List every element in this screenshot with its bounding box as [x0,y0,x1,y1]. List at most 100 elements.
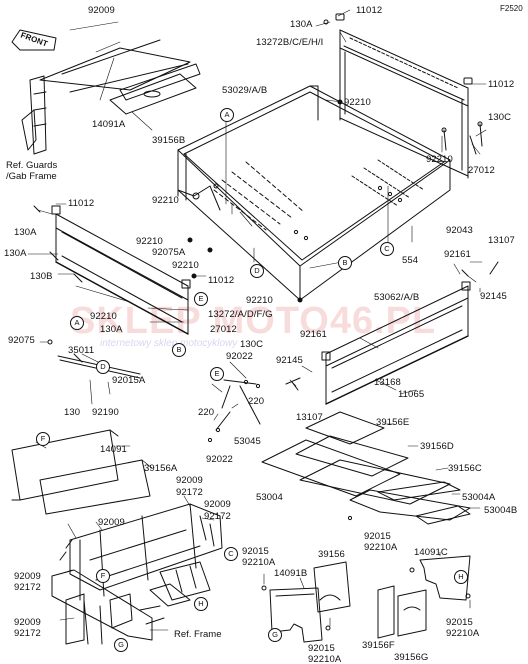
part-label: 92210 [426,154,453,165]
figure-code: F2520 [500,4,523,13]
part-label: 14091A [92,119,126,130]
part-label: 92015 [446,617,473,628]
ref-frame: Ref. Frame [174,629,222,640]
part-label: 92210A [364,542,398,553]
part-label: 92043 [446,225,473,236]
part-label: 53029/A/B [222,85,268,96]
callout-e: E [194,292,208,306]
part-label: 39156G [394,652,429,663]
ref-guards: Ref. Guards /Gab Frame [6,160,58,182]
part-label: 11065 [398,389,425,400]
part-label: 92009 [14,571,41,582]
part-label: 11012 [68,198,95,209]
part-label: 92210A [242,557,276,568]
part-label: 220 [248,396,265,407]
left-side-gate [51,205,191,335]
fastener-dot [187,237,193,243]
part-label: 220 [198,407,215,418]
part-label: 13107 [488,235,515,246]
fastener-dot [297,297,303,303]
part-label: 27012 [210,324,237,335]
part-label: 92172 [14,582,41,593]
part-label: 92210 [90,311,117,322]
pad-39156 [313,561,351,613]
pads-39156f-g [377,585,427,639]
part-label: 13272/A/D/F/G [208,309,273,320]
callout-c: C [380,242,394,256]
leader-lines-rear [315,9,487,155]
right-side-gate [321,281,471,405]
part-label: 39156D [420,441,454,452]
leader-lines-panel [35,441,153,469]
leader-lines-mats [383,423,481,509]
part-label: 92161 [300,329,327,340]
fastener-dot [337,99,343,105]
part-label: 92009 [176,475,203,486]
part-label: 13168 [374,377,401,388]
part-label: 130C [488,112,512,123]
part-label: 92210 [152,195,179,206]
part-label: 92172 [176,487,203,498]
fastener-dot [207,247,213,253]
callout-f: F [36,432,50,446]
gate-support-arm-53045 [207,379,261,443]
part-label: 130A [100,324,123,335]
part-label: 35011 [68,345,95,356]
callout-g: G [114,638,128,652]
part-label: 53004B [484,505,518,516]
part-label: 14091 [100,444,127,455]
part-label: 92075 [8,335,35,346]
frame-assembly [51,503,223,645]
part-label: 92210 [344,97,371,108]
part-label: 92022 [206,454,233,465]
part-label: 130 [64,407,81,418]
part-label: 14091C [414,547,448,558]
part-label: 39156E [376,417,410,428]
part-label: 39156A [144,463,178,474]
front-arrow-icon [11,29,57,51]
part-label: 92009 [98,517,125,528]
part-label: 39156 [318,549,345,560]
watermark-tagline: internetowy sklep motocyklowy [100,338,238,349]
part-label: 130A [4,248,27,259]
cargo-bed [177,85,451,301]
callout-c: C [224,547,238,561]
callout-a: A [70,316,84,330]
callout-d: D [96,360,110,374]
rear-gate-top [323,13,473,179]
part-label: 130A [14,227,37,238]
part-label: 39156B [152,135,186,146]
part-label: 92009 [88,5,115,16]
part-label: 92210 [136,236,163,247]
callout-b: B [338,256,352,270]
leader-lines-left-gate [27,203,207,323]
left-gate-bolts [33,205,83,283]
leader-lines-brackets [263,551,471,627]
callout-a: A [220,108,234,122]
part-label: 92015 [242,546,269,557]
leader-lines-top-left [69,21,153,131]
part-label: 92009 [14,617,41,628]
part-label: 92015 [308,643,335,654]
part-label: 92172 [204,511,231,522]
part-label: 92210A [308,654,342,664]
part-label: 92015 [364,531,391,542]
part-label: 53062/A/B [374,292,420,303]
bracket-14091c [409,555,471,601]
panel-14091 [11,429,119,501]
part-label: 14091B [274,568,308,579]
callout-h: H [194,597,208,611]
callout-b: B [172,343,186,357]
callout-e: E [210,367,224,381]
leader-lines-frame [59,495,215,631]
part-label: 130C [240,339,264,350]
part-label: 92145 [276,355,303,366]
part-label: 92009 [204,499,231,510]
panel-39156a [39,459,151,515]
part-label: 92075A [152,247,186,258]
part-label: 53004A [462,492,496,503]
part-label: 53004 [256,492,283,503]
part-label: 11012 [488,79,515,90]
